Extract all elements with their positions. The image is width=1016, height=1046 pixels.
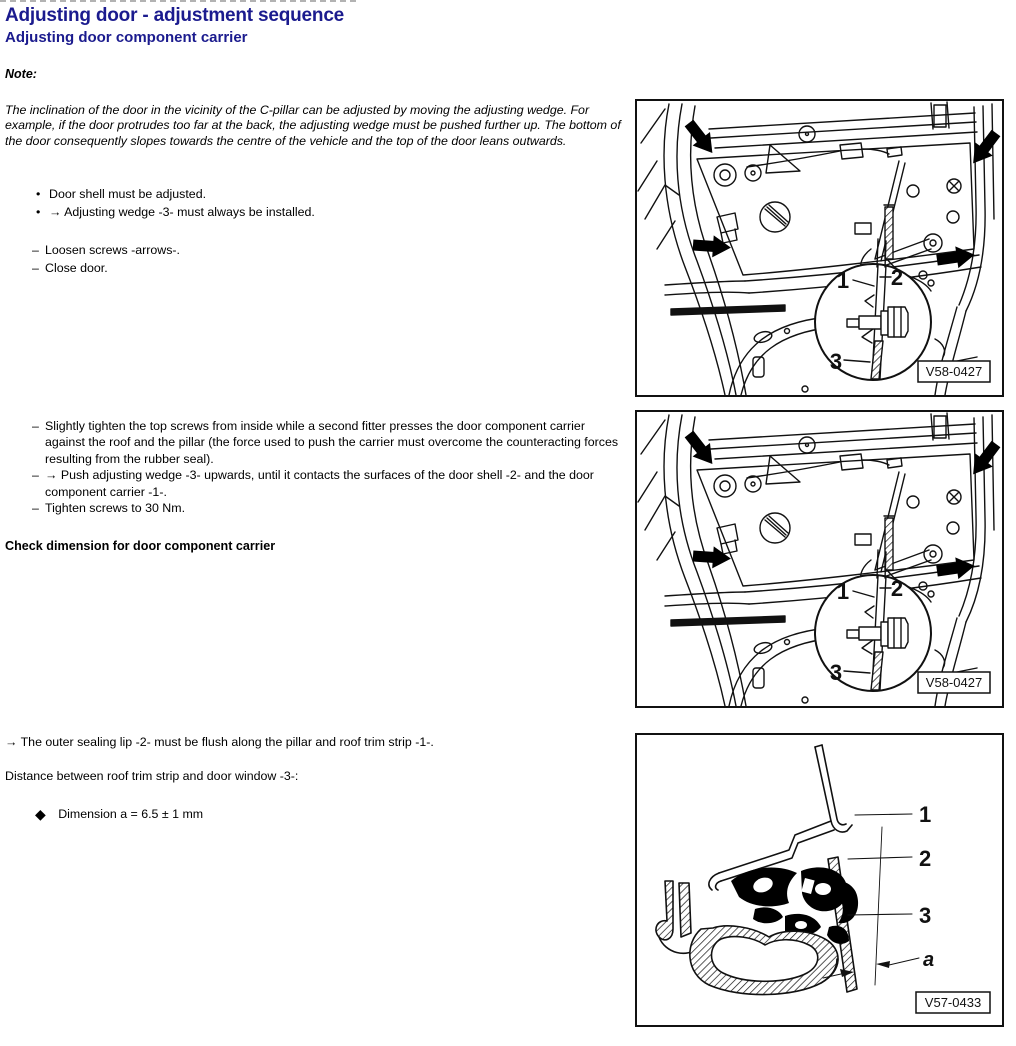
page-subtitle: Adjusting door component carrier bbox=[5, 29, 248, 46]
list-item-text: Close door. bbox=[45, 261, 108, 275]
figure-id-label: V58-0427 bbox=[926, 364, 982, 379]
diamond-marker: ◆ bbox=[35, 806, 46, 822]
list-item-text: Door shell must be adjusted. bbox=[49, 187, 207, 201]
list-item: • Door shell must be adjusted. bbox=[36, 185, 315, 203]
callout-3: 3 bbox=[830, 349, 842, 374]
prerequisite-list: • Door shell must be adjusted. • → Adjus… bbox=[36, 185, 315, 221]
figure-id-box: V58-0427 bbox=[917, 360, 991, 383]
figure-id-label: V58-0427 bbox=[926, 675, 982, 690]
tightening-steps-list: – Slightly tighten the top screws from i… bbox=[32, 418, 620, 516]
note-paragraph: The inclination of the door in the vicin… bbox=[5, 103, 621, 148]
figure-id-label: V57-0433 bbox=[925, 995, 981, 1010]
callout-1: 1 bbox=[837, 268, 849, 293]
list-item-text: Slightly tighten the top screws from ins… bbox=[45, 419, 619, 466]
note-label: Note: bbox=[5, 67, 37, 81]
dash-marker: – bbox=[32, 468, 39, 483]
page-title: Adjusting door - adjustment sequence bbox=[5, 5, 345, 26]
dash-marker: – bbox=[32, 243, 39, 257]
initial-steps-list: – Loosen screws -arrows-. – Close door. bbox=[32, 241, 180, 277]
list-item-text: Loosen screws -arrows-. bbox=[45, 243, 180, 257]
callout-3: 3 bbox=[830, 660, 842, 685]
list-item: – Loosen screws -arrows-. bbox=[32, 241, 180, 259]
list-item: – Slightly tighten the top screws from i… bbox=[32, 418, 620, 467]
callout-2: 2 bbox=[919, 846, 931, 871]
bullet-marker: • bbox=[36, 205, 41, 219]
dimension-spec-line: ◆ Dimension a = 6.5 ± 1 mm bbox=[35, 805, 203, 822]
bullet-marker: • bbox=[36, 187, 41, 201]
dash-marker: – bbox=[32, 419, 39, 433]
callout-1: 1 bbox=[919, 802, 931, 827]
list-item: – Close door. bbox=[32, 259, 180, 277]
list-item: • → Adjusting wedge -3- must always be i… bbox=[36, 203, 315, 221]
list-item-text: Tighten screws to 30 Nm. bbox=[45, 501, 186, 516]
list-item: – → Push adjusting wedge -3- upwards, un… bbox=[32, 467, 620, 500]
figure-id-box: V57-0433 bbox=[915, 991, 991, 1014]
sealing-lip-note: → The outer sealing lip -2- must be flus… bbox=[5, 735, 434, 749]
page-top-torn-edge bbox=[0, 0, 356, 2]
callout-a: a bbox=[923, 949, 934, 971]
dash-marker: – bbox=[32, 261, 39, 275]
list-item-text: → Push adjusting wedge -3- upwards, unti… bbox=[45, 468, 594, 499]
dimension-spec-text: Dimension a = 6.5 ± 1 mm bbox=[58, 807, 204, 821]
figure-id-box: V58-0427 bbox=[917, 671, 991, 694]
callout-3: 3 bbox=[919, 903, 931, 928]
callout-2: 2 bbox=[891, 576, 903, 601]
list-item: – Tighten screws to 30 Nm. bbox=[32, 500, 620, 516]
section-heading-check-dimension: Check dimension for door component carri… bbox=[5, 539, 276, 553]
distance-note: Distance between roof trim strip and doo… bbox=[5, 769, 299, 783]
list-item-text: → Adjusting wedge -3- must always be ins… bbox=[49, 205, 315, 219]
figure-door-component-carrier-top: 1 2 3 V58-0427 bbox=[635, 99, 1004, 397]
callout-2: 2 bbox=[891, 265, 903, 290]
figure-door-component-carrier-bottom: 1 2 3 V58-0427 bbox=[635, 410, 1004, 708]
callout-1: 1 bbox=[837, 579, 849, 604]
dash-marker: – bbox=[32, 501, 39, 516]
figure-seal-cross-section: 1 2 3 a V57-0433 bbox=[635, 733, 1004, 1027]
